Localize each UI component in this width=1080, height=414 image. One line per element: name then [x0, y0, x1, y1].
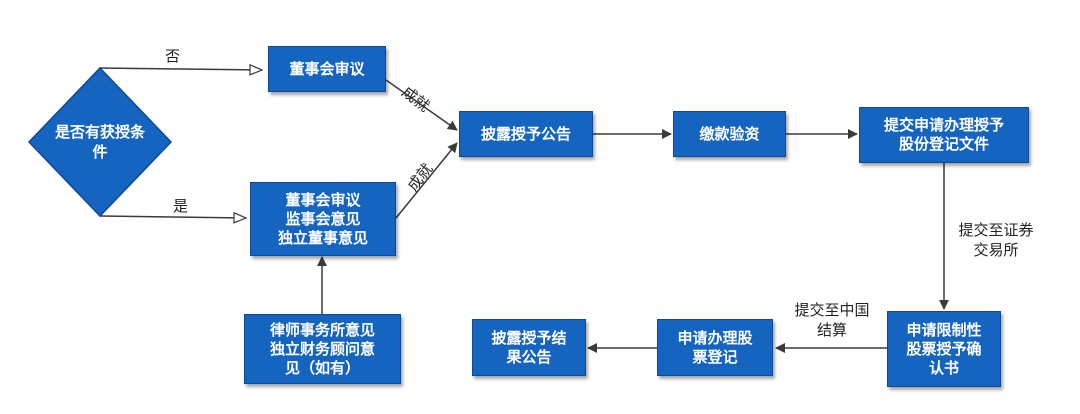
node-restricted-stock-confirmation: 申请限制性 股票授予确 认书: [887, 311, 1001, 387]
node-lawyer-advisor: 律师事务所意见 独立财务顾问意 见（如有）: [244, 314, 401, 384]
edge-no: [99, 68, 262, 70]
edge-label-no: 否: [165, 47, 181, 65]
node-grant-result-announcement: 披露授予结 果公告: [472, 319, 586, 376]
node-board-supervisor-independent: 董事会审议 监事会意见 独立董事意见: [250, 182, 396, 256]
node-board-review: 董事会审议: [268, 46, 386, 92]
node-apply-stock-registration: 申请办理股 票登记: [657, 319, 773, 376]
edge-label-submit-csdc: 提交至中国 结算: [794, 301, 870, 339]
edge-yes: [99, 216, 246, 218]
edge-label-yes: 是: [173, 197, 189, 215]
node-submit-registration-docs: 提交申请办理授予 股份登记文件: [859, 107, 1029, 163]
edge-label-submit-exchange: 提交至证券 交易所: [958, 221, 1034, 259]
edge-board-to-announcement: [385, 79, 458, 131]
edge-review-to-announcement: [395, 142, 458, 219]
node-payment-verification: 缴款验资: [673, 111, 786, 157]
decision-label: 是否有获授条 件: [54, 123, 145, 161]
node-grant-announcement: 披露授予公告: [459, 111, 593, 157]
